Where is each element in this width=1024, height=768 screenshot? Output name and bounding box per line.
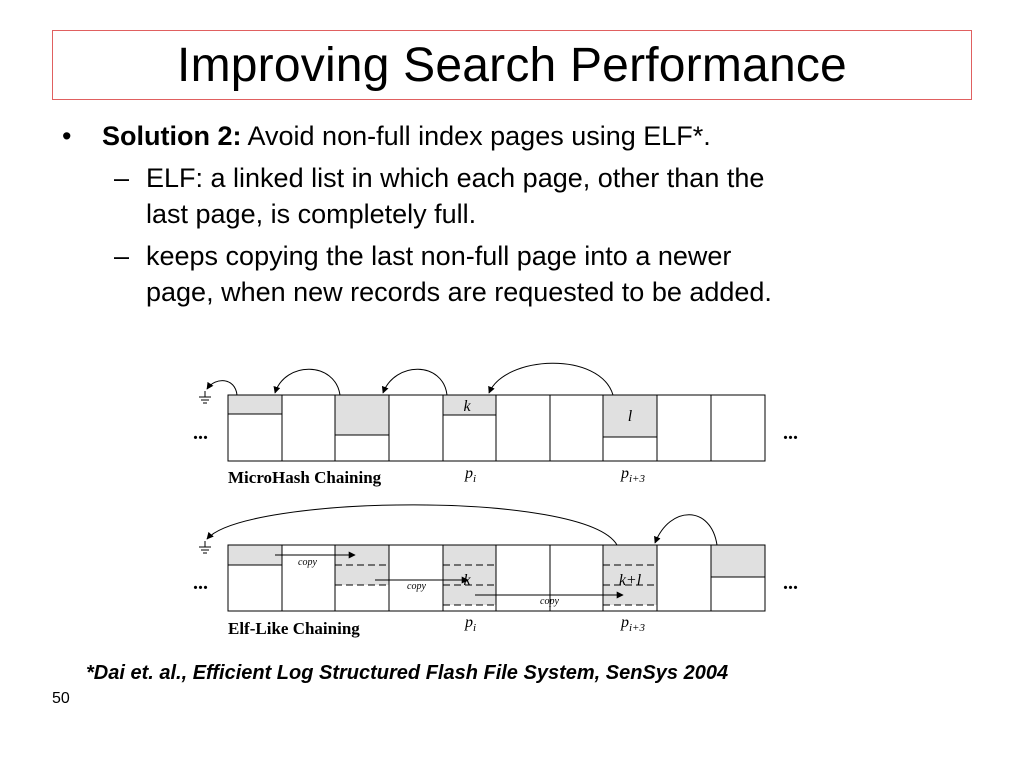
bullet-main: • Solution 2: Avoid non-full index pages… — [62, 118, 962, 154]
pi3-sub: i+3 — [629, 622, 645, 634]
pi-p: p — [464, 614, 473, 631]
ground-icon — [199, 541, 211, 554]
bullet-text: Avoid non-full index pages using ELF*. — [241, 121, 711, 151]
page-pi3-label: pi+3 — [620, 465, 645, 485]
page-pi-label: pi — [464, 465, 476, 485]
title-box: Improving Search Performance — [52, 30, 972, 100]
elf-diagram: copy copy copy k k+l ... ... Elf-Like Ch… — [193, 504, 798, 638]
copy-label-1: copy — [298, 557, 317, 568]
footnote-citation: *Dai et. al., Efficient Log Structured F… — [86, 662, 729, 684]
ellipsis-left: ... — [193, 572, 208, 594]
ellipsis-right: ... — [783, 422, 798, 444]
copy-label-2: copy — [407, 581, 426, 592]
copy-label-3: copy — [540, 596, 559, 607]
sub-bullet-2: – keeps copying the last non-full page i… — [62, 238, 962, 310]
sub-bullet-1-line1: ELF: a linked list in which each page, o… — [146, 163, 765, 193]
key-k-label: k — [463, 398, 471, 415]
sub-bullet-dash: – — [114, 163, 130, 193]
sub-bullet-1: – ELF: a linked list in which each page,… — [62, 160, 962, 232]
key-l-label: l — [628, 408, 633, 425]
bullet-dot: • — [62, 121, 72, 151]
bullet-label: Solution 2: — [102, 121, 242, 151]
microhash-caption: MicroHash Chaining — [228, 468, 382, 487]
ellipsis-right: ... — [783, 572, 798, 594]
pi3-p: p — [620, 465, 629, 482]
shaded-header — [711, 545, 765, 577]
pi-p: p — [464, 465, 473, 482]
elf-caption: Elf-Like Chaining — [228, 619, 360, 638]
shaded-header — [443, 395, 496, 415]
shaded-header — [603, 395, 657, 437]
key-k-label: k — [463, 572, 471, 589]
pi-sub: i — [473, 473, 476, 485]
sub-bullet-1-line2: last page, is completely full. — [146, 199, 477, 229]
microhash-diagram: k l ... ... MicroHash Chaining pi pi+3 — [193, 362, 798, 487]
page-pi-label: pi — [464, 614, 476, 634]
bullet-list: • Solution 2: Avoid non-full index pages… — [62, 118, 962, 310]
key-kl-label: k+l — [619, 572, 642, 589]
sub-bullet-dash: – — [114, 241, 130, 271]
shaded-header — [228, 545, 282, 565]
chaining-diagram: k l ... ... MicroHash Chaining pi pi+3 — [193, 362, 798, 638]
page-number: 50 — [52, 690, 70, 707]
pi3-sub: i+3 — [629, 473, 645, 485]
pi-sub: i — [473, 622, 476, 634]
pi3-p: p — [620, 614, 629, 631]
ground-icon — [199, 391, 211, 404]
shaded-header — [335, 395, 389, 435]
sub-bullet-2-line1: keeps copying the last non-full page int… — [146, 241, 732, 271]
page-pi3-label: pi+3 — [620, 614, 645, 634]
sub-bullet-2-line2: page, when new records are requested to … — [146, 277, 772, 307]
shaded-header — [228, 395, 282, 414]
slide-title: Improving Search Performance — [177, 38, 847, 92]
ellipsis-left: ... — [193, 422, 208, 444]
